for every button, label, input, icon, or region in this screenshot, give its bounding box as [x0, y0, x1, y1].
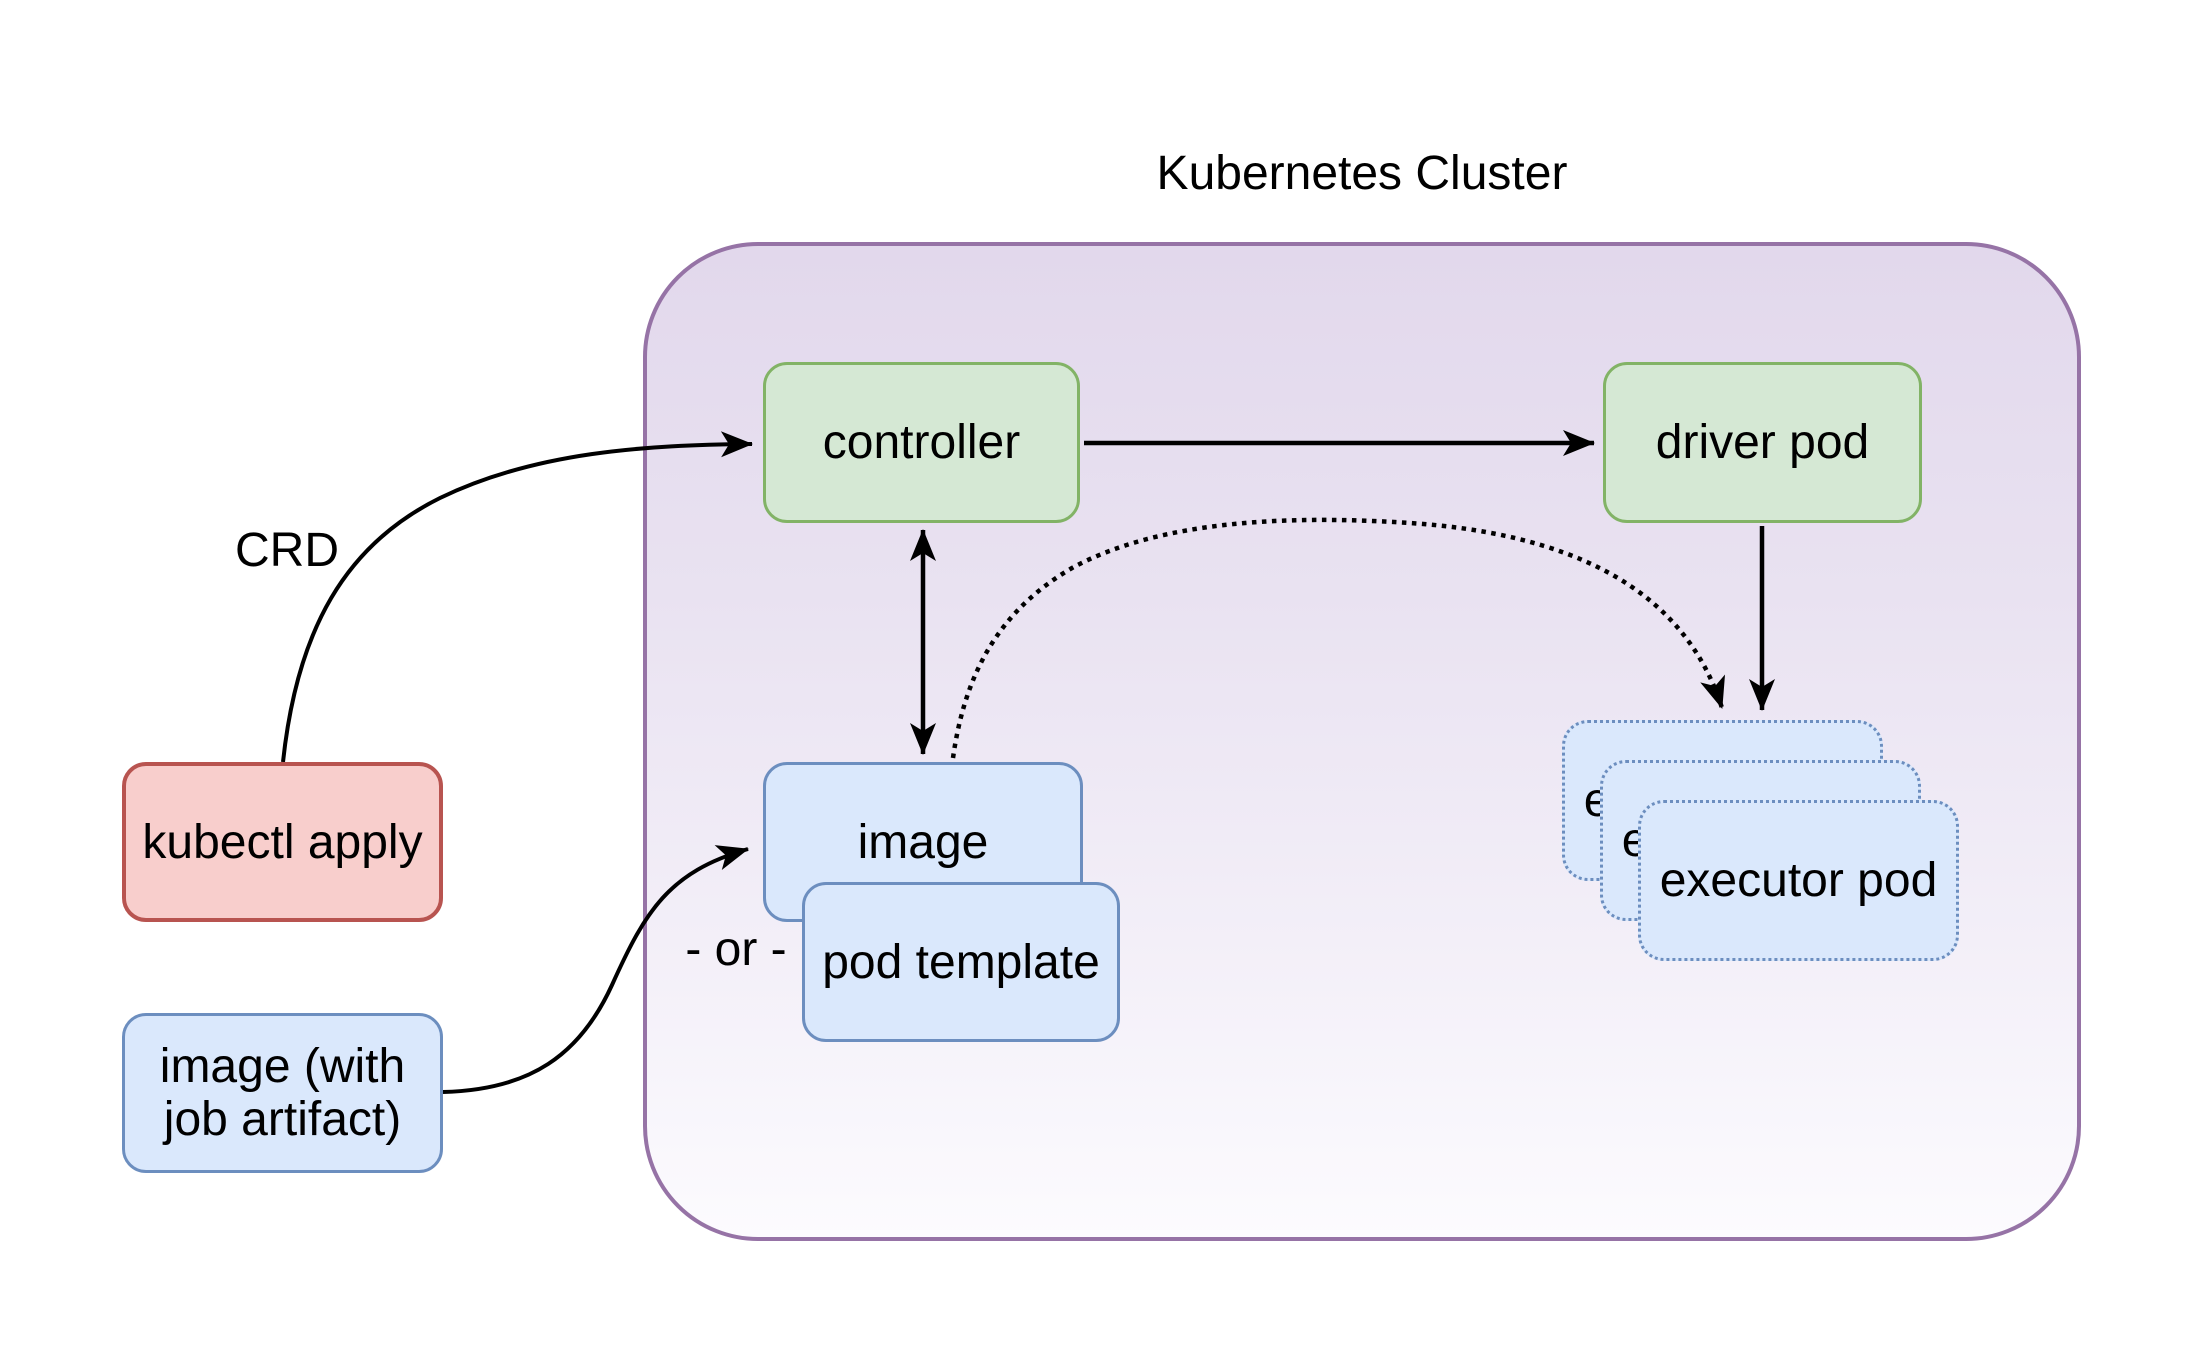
- node-pod-template-label: pod template: [822, 935, 1100, 989]
- node-controller: controller: [763, 362, 1080, 523]
- node-pod-template: pod template: [802, 882, 1120, 1042]
- node-executor-pod-label: executor pod: [1659, 854, 1938, 907]
- node-driver-pod-label: driver pod: [1655, 416, 1870, 469]
- crd-edge-label: CRD: [235, 524, 339, 577]
- node-image-with-job-artifact: image (with job artifact): [122, 1013, 443, 1173]
- node-image-label: image: [857, 815, 989, 869]
- diagram-title: Kubernetes Cluster: [1156, 147, 1568, 200]
- node-driver-pod: driver pod: [1603, 362, 1922, 523]
- node-image-with-job-artifact-label: image (with job artifact): [159, 1040, 406, 1146]
- node-kubectl-apply-label: kubectl apply: [142, 815, 423, 869]
- node-controller-label: controller: [822, 416, 1021, 469]
- node-executor-pod-front: executor pod: [1638, 800, 1959, 961]
- node-kubectl-apply: kubectl apply: [122, 762, 443, 922]
